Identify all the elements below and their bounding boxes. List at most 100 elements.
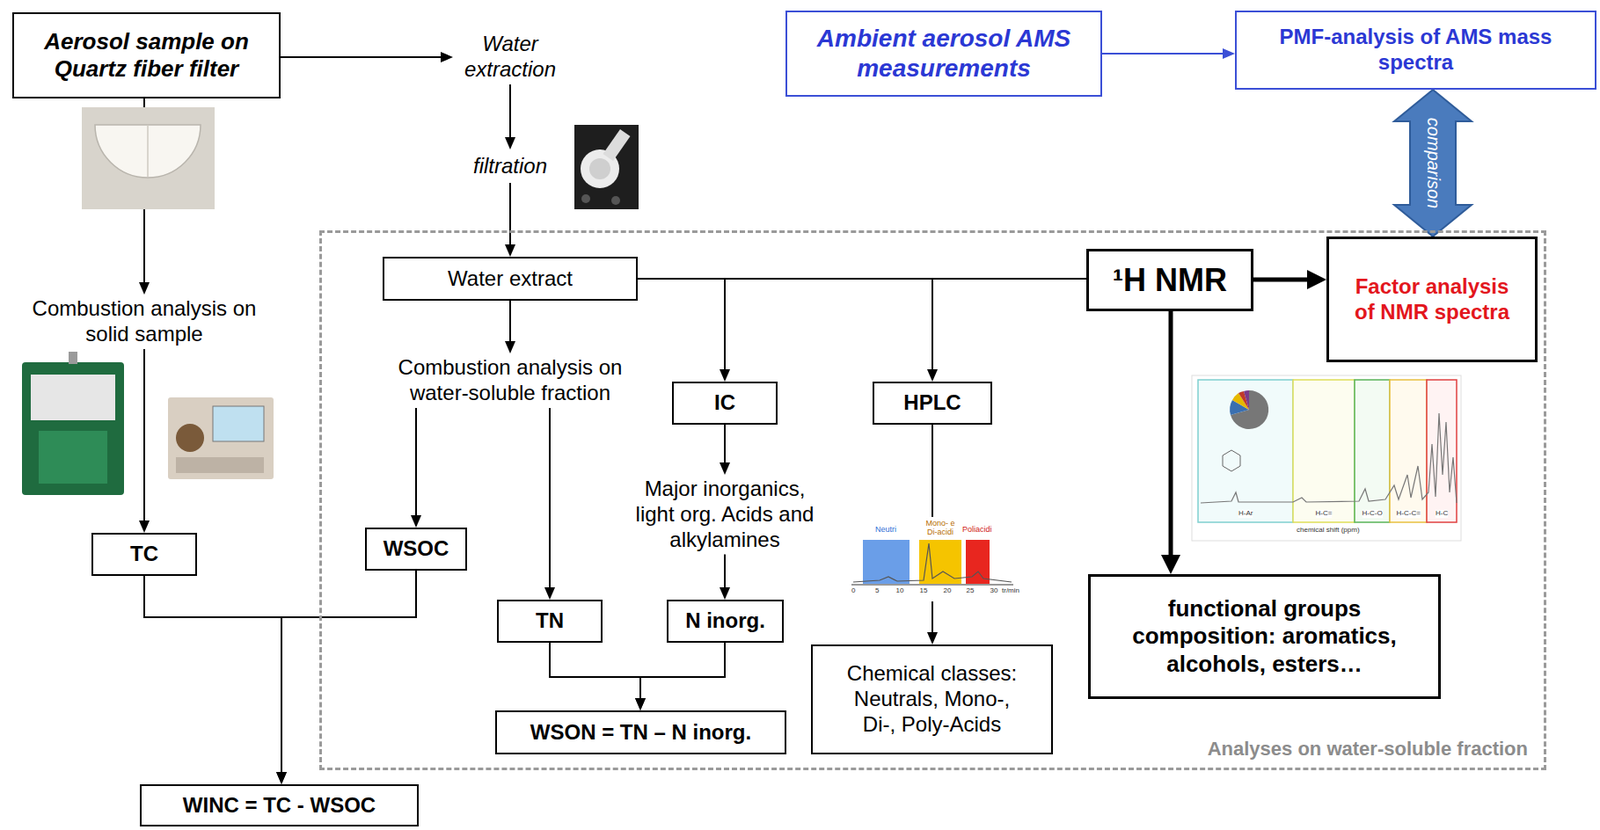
arrow-head [138, 520, 150, 534]
result-box: Chemical classes: Neutrals, Mono-, Di-, … [810, 644, 1053, 755]
arrow-head [719, 587, 731, 600]
connector-line [637, 278, 725, 373]
filter-fold [146, 124, 149, 177]
block-arrow-shape [1394, 89, 1472, 237]
chromatogram [844, 517, 1023, 602]
connector-line [637, 277, 1087, 280]
analyzer-body [21, 362, 125, 496]
connector [1253, 270, 1327, 290]
spectrum-ground [1191, 375, 1462, 541]
image-label: 30 [990, 587, 999, 596]
analyzer-screen [212, 406, 264, 442]
vial-cap [611, 196, 621, 205]
connector [719, 554, 731, 600]
connector [719, 424, 731, 475]
connector-line [549, 642, 641, 702]
connector [549, 642, 646, 711]
connector-line [723, 554, 726, 592]
connector-line [723, 424, 726, 467]
chart-ground [844, 517, 1023, 602]
step-text: filtration [452, 149, 568, 183]
connector [637, 278, 938, 382]
chromatogram-trace [853, 543, 1012, 583]
region-title: Analyses on water-soluble fraction [1207, 737, 1528, 761]
result-box: TC [91, 533, 198, 577]
connector [138, 349, 150, 534]
analysis-box: Factor analysis of NMR spectra [1326, 236, 1538, 363]
connector-line [281, 570, 417, 776]
image-label: H-C-C= [1396, 510, 1421, 519]
image-label: 10 [896, 587, 905, 596]
analyzer-photo [168, 397, 274, 480]
node-text: WSON = TN – N inorg. [530, 720, 752, 746]
image-label: 25 [966, 587, 975, 596]
vial-cap [581, 194, 591, 204]
arrow-head [440, 51, 453, 63]
connector-line [143, 349, 146, 525]
process-box: Water extract [382, 256, 638, 301]
node-text: Major inorganics, light org. Acids and a… [628, 476, 821, 553]
node-text: Water extract [447, 266, 573, 293]
node-text: functional groups composition: aromatics… [1115, 595, 1414, 679]
connector [504, 182, 516, 257]
photo-ground [81, 107, 215, 210]
filter-membrane [589, 158, 611, 180]
analyzer-port [68, 351, 78, 365]
technique-box: ¹H NMR [1086, 248, 1254, 312]
connector [544, 408, 556, 600]
analyzer-door [38, 431, 108, 484]
pie-slice [1243, 390, 1250, 410]
node-text: Factor analysis of NMR spectra [1348, 274, 1516, 326]
node-text: Water extraction [454, 31, 566, 83]
result-box: functional groups composition: aromatics… [1088, 574, 1441, 700]
pie-slice [1238, 391, 1250, 410]
connector [504, 300, 516, 354]
pie-slice [1230, 390, 1269, 430]
arrow-head [719, 462, 731, 475]
syringe-filter-photo [574, 124, 639, 210]
arrow-head [276, 772, 287, 785]
step-text: Major inorganics, light org. Acids and a… [627, 474, 823, 555]
node-text: IC [714, 390, 736, 417]
block-arrow [1394, 89, 1472, 237]
connector-line [1102, 52, 1227, 55]
node-text: Aerosol sample on Quartz fiber filter [31, 28, 262, 83]
connector-line [1168, 311, 1174, 562]
image-label: H-C [1435, 510, 1448, 519]
connector-line [509, 84, 512, 141]
carbonyl-band [1389, 379, 1427, 523]
arrow-head [504, 137, 516, 150]
step-text: Water extraction [452, 29, 568, 85]
arrow-head [1161, 555, 1181, 575]
sample-box: Aerosol sample on Quartz fiber filter [12, 12, 281, 99]
connector [637, 278, 731, 382]
connector [504, 84, 516, 150]
node-text: WSOC [383, 536, 450, 563]
arrow-head [504, 341, 516, 354]
acid-band [919, 540, 962, 585]
analyzer-photo [21, 351, 125, 496]
connector [276, 570, 417, 785]
image-label: 5 [875, 587, 879, 596]
spectrum-trace [1200, 413, 1457, 504]
analyzer-base [175, 457, 264, 474]
connector-line [509, 300, 512, 345]
technique-box: HPLC [872, 381, 993, 425]
node-text: Chemical classes: Neutrals, Mono-, Di-, … [843, 661, 1021, 738]
filter-photo [81, 107, 215, 210]
instrument-box: Ambient aerosol AMS measurements [785, 10, 1103, 97]
connector [144, 576, 287, 785]
sample-carousel [175, 423, 205, 453]
region-band: Analyses on water-soluble fraction Water … [319, 230, 1547, 771]
filter-disc [94, 124, 201, 178]
connector-line [415, 408, 417, 519]
image-label: chemical shift (ppm) [1296, 526, 1360, 535]
connector [637, 278, 1087, 280]
photo-ground [574, 124, 639, 210]
arrow-head [927, 632, 938, 645]
connector-line [144, 576, 282, 776]
node-text: HPLC [903, 390, 961, 417]
edge-label: comparison [1423, 117, 1444, 209]
